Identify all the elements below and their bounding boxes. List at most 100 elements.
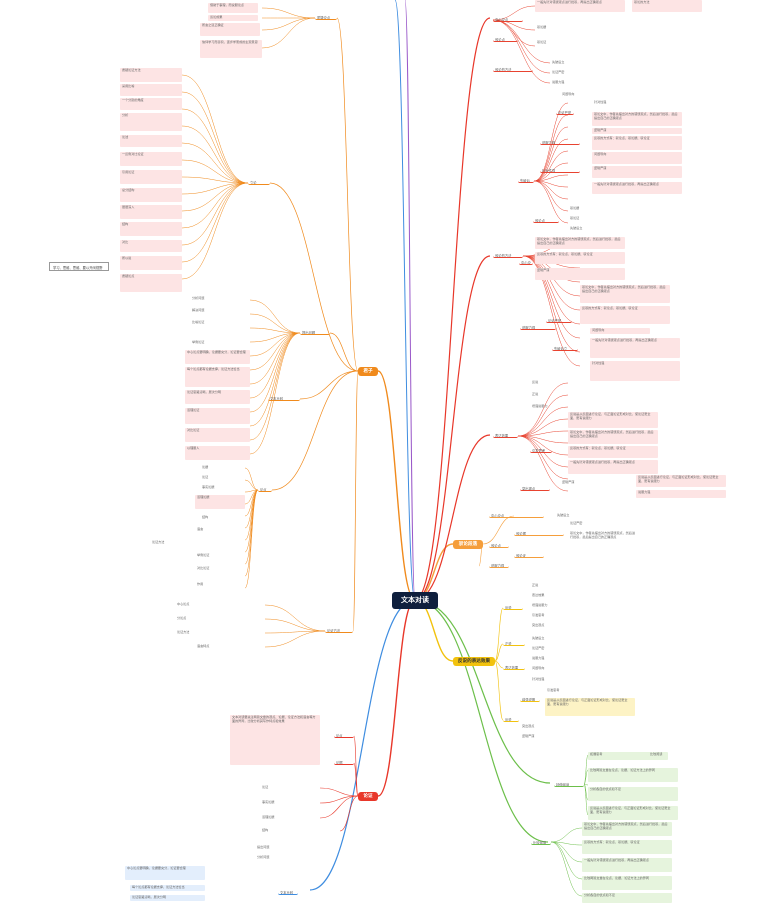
right-top-leaf-8: 问题导向 [562,92,575,96]
fanxiang-sub3[interactable]: 表达效果 [503,665,525,670]
right-mid-leaf-7: 一般先针对错误观点进行批驳，再提出正确观点 [592,182,682,194]
fanbo-sub3[interactable]: 驳论据 [514,531,564,536]
fanxiang-leaf-9: 问题导向 [532,666,545,670]
left-mid-m1[interactable]: 提出问题 [300,330,330,335]
left-upper-leaf-6: 采用比喻 [120,84,182,96]
left-upper-top-a[interactable]: 质疑论点 [315,15,337,20]
fanbo-sub4[interactable]: 驳论证 [514,553,544,558]
left-blue-sub[interactable]: 文本比较 [278,890,298,895]
left-mid-para2: 每个论点都有论据支撑，论证方法恰当 [185,367,250,387]
left-upper-branch1[interactable]: 立论 [248,180,270,185]
fanxiang-sub5[interactable]: 增强说服力 [520,697,540,702]
green-leaf-5: 反说是从反面进行论证，与正面论证形成对比，使论证更全面、更有说服力 [588,806,678,820]
fanxiang-sub4[interactable]: 反说 [503,717,519,722]
right-top-r3[interactable]: 驳论点 [493,37,518,42]
legend-note-text: 学习、思维、思维、要以开阔视野 [53,266,103,270]
link-rl-479 [517,435,569,480]
right-lower-sub3[interactable]: 突出观点 [520,486,550,491]
green-sub1[interactable]: 延伸阅读 [554,782,584,787]
fanxiang-sub2[interactable]: 正说 [503,641,525,646]
link-lm-454 [249,332,301,455]
right-lower-leaf-3: 增强说服力 [532,404,548,408]
right-mid-sub2[interactable]: 论证严密 [556,110,574,115]
left-mid-m5: 举例论证 [192,340,205,344]
main-topic-fanbo[interactable]: 驳论段落 [453,540,483,549]
link-lu-0 [261,7,316,19]
link-ll-492 [244,489,259,493]
link-lu2-109 [181,108,249,184]
link-lu2-160 [181,159,249,184]
fanxiang-leaf-4: 引发思考 [532,613,545,617]
left-lower-l5: 道理论据 [195,495,245,509]
left-bottom-b2: 分论点 [177,616,187,620]
left-bottom-l5: 道理论据 [262,815,275,819]
link-fb-0 [482,515,515,545]
left-lower-branch[interactable]: 论证方法 [325,628,353,633]
link-lm-426 [249,332,301,427]
link-lm-384 [249,332,301,385]
main-topic-fanxiang[interactable]: 反说的表达效果 [453,657,495,666]
link-junzi-5 [352,370,359,632]
link-lu-2 [261,17,316,31]
right-mid2-leaf-2: 反驳的方式有：驳论点、驳论据、驳论证 [535,252,625,264]
right-lower-sub2[interactable]: 引发思考 [530,448,552,453]
left-lower-l4: 事实论据 [202,485,215,489]
fanxiang-leaf-5: 突出观点 [532,623,545,627]
right-mid2-sub4[interactable]: 论证严密 [546,318,572,323]
link-rm-103 [533,102,569,182]
left-mid-m9[interactable]: 文本比较 [268,396,300,401]
link-lm-398 [249,332,301,399]
link-rm-151 [533,150,569,182]
link-zj-2 [319,787,359,797]
right-mid-sub3[interactable]: 说服力强 [540,140,580,145]
right-top-leaf-1: 一般先针对错误观点进行批驳，再提出正确观点 [535,0,625,12]
left-lower-l1[interactable]: 论点 [258,487,272,492]
link-lb-619 [264,618,326,632]
right-top-r2[interactable]: 驳论的方法 [493,67,533,72]
left-bottom-sub2[interactable]: 论据 [334,760,354,765]
link-gr2-879 [550,841,583,880]
left-lower-l11: 作用 [197,582,204,586]
link-lm-314 [249,313,301,334]
right-mid2-sub[interactable]: 驳论的方法 [493,253,523,258]
left-lower-l9: 举例论证 [197,553,210,557]
right-mid-leaf-9: 驳论证 [570,216,580,220]
link-rt-2 [492,19,536,47]
left-mid-para1: 中心论点要明确，论据要充分，论证要合理 [185,350,250,364]
right-mid2-leaf-3: 逻辑严谨 [535,268,625,280]
right-lower-leaf-7: 一般先针对错误观点进行批驳，再提出正确观点 [568,460,658,474]
main-topic-fanbo-label: 驳论段落 [458,541,478,547]
fanbo-sub5[interactable]: 说服力强 [489,563,509,568]
link-root-midright [414,255,491,601]
link-gr-815 [583,783,589,816]
right-mid2-sub2[interactable]: 中心论点 [519,260,533,265]
fanbo-leaf-3: 驳论文中，作者先摆出对方的错误观点，然后进行批驳，最后提出自己的正确观点 [570,531,635,539]
left-bottom-sub1[interactable]: 论点 [334,733,354,738]
right-mid2-leaf-5: 反驳的方式有：驳论点、驳论据、驳论证 [580,306,670,324]
link-lm-300 [249,299,301,334]
fanxiang-sub1[interactable]: 反说 [503,605,523,610]
fanbo-sub1[interactable]: 中心论点 [489,513,544,518]
main-topic-zhengju-label: 论证 [363,793,373,799]
right-mid2-sub5[interactable]: 先破后立 [552,346,578,351]
link-lu2-279 [181,182,249,280]
right-mid-sub5[interactable]: 驳论点 [533,218,559,223]
right-top-r1[interactable]: 中心论点 [493,17,523,22]
link-lm-328 [249,327,301,334]
left-upper-leaf-15: 对比 [120,240,182,252]
main-topic-zhengju[interactable]: 论证 [358,792,378,801]
right-mid-sub1[interactable]: 先破后立 [518,178,534,183]
right-mid-sub4[interactable]: 针对性强 [540,168,580,173]
root-node[interactable]: 文本对读 [392,592,438,609]
link-lu2-143 [181,142,249,184]
fanbo-sub2[interactable]: 驳论点 [489,543,509,548]
fanxiang-leaf-10: 针对性强 [532,677,545,681]
right-mid2-sub3[interactable]: 说服力强 [520,325,556,330]
left-upper-leaf-12: 总分结构 [120,188,182,202]
right-lower-leaf-9: 反说是从反面进行论证，与正面论证形成对比，使论证更全面、更有说服力 [636,475,726,487]
link-junzi-3 [299,370,359,400]
main-topic-junzi[interactable]: 君子 [358,367,378,376]
green-sub2[interactable]: 比较阅读 [531,840,551,845]
right-top-leaf-3: 驳论据 [537,25,547,29]
right-lower-sub[interactable]: 表达效果 [493,433,518,438]
